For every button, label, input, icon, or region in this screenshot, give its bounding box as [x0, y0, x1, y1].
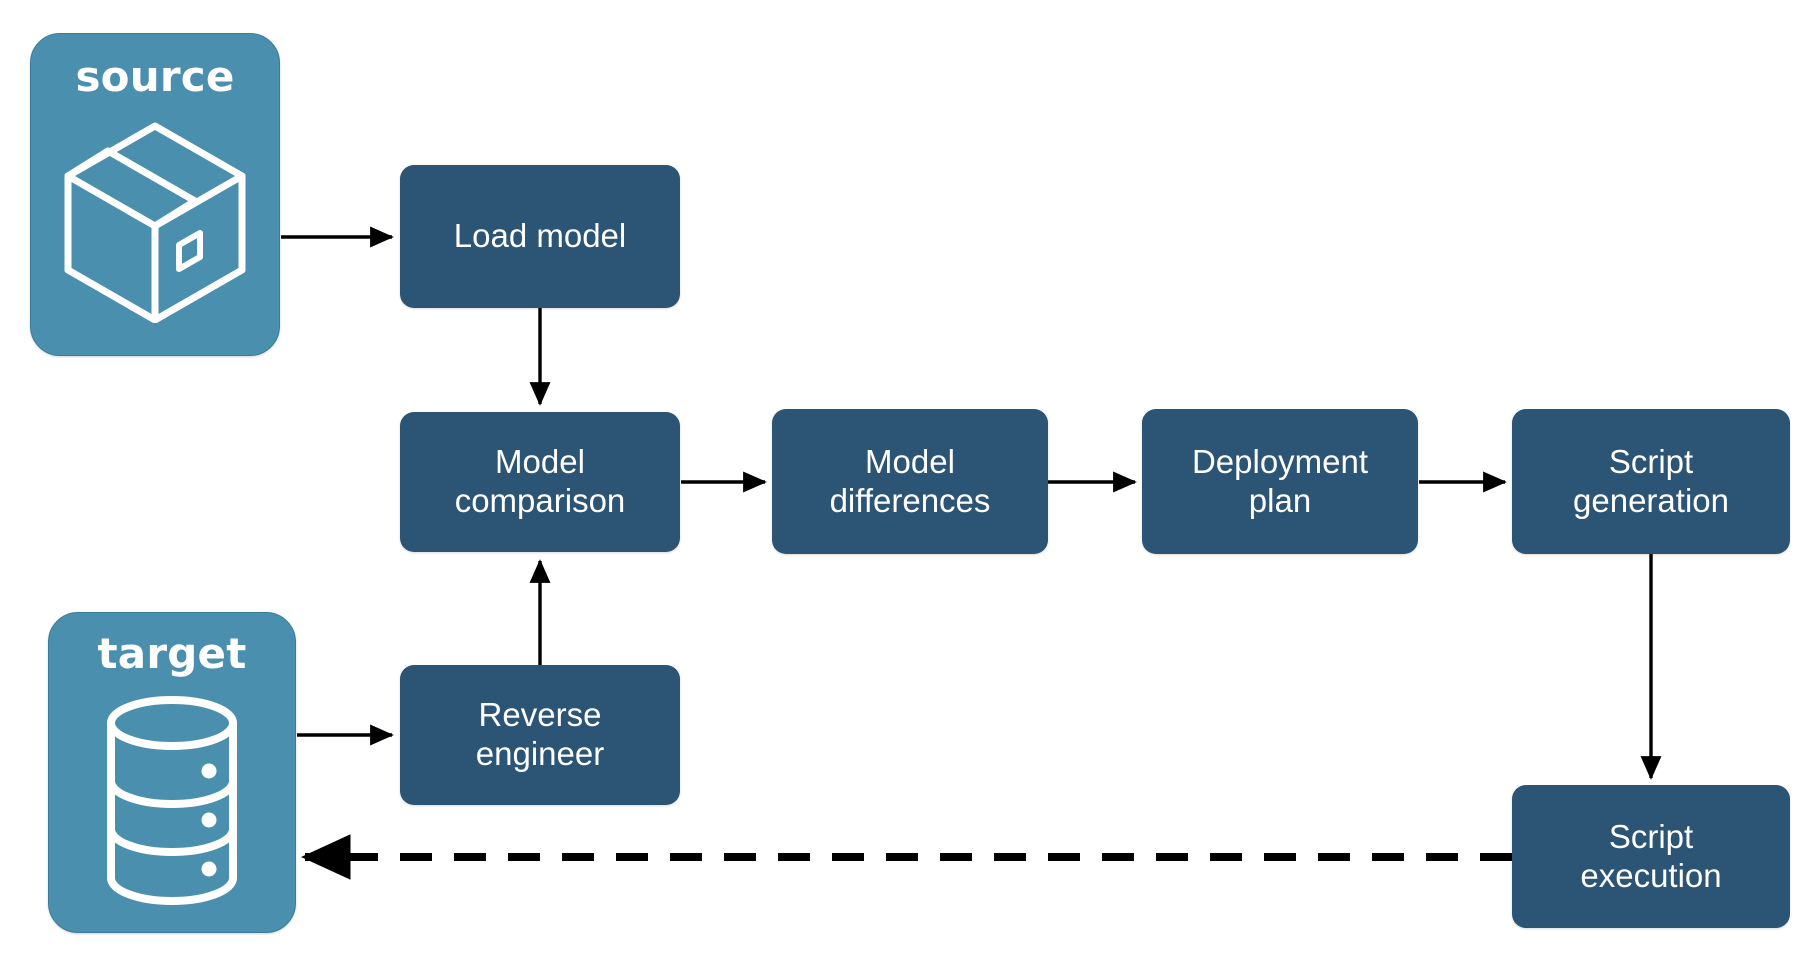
- node-label-deployment-plan: Deployment plan: [1192, 443, 1368, 521]
- node-load-model[interactable]: Load model: [400, 165, 680, 308]
- node-label-line1: Model: [865, 442, 955, 480]
- node-label-line1: Reverse: [478, 696, 602, 734]
- database-cylinder-icon: [107, 696, 237, 905]
- node-reverse-engineer[interactable]: Reverse engineer: [400, 665, 680, 805]
- node-label-model-differences: Model differences: [830, 443, 991, 521]
- endpoint-card-source[interactable]: source: [30, 33, 280, 356]
- node-script-execution[interactable]: Script execution: [1512, 785, 1790, 928]
- endpoint-card-target[interactable]: target: [48, 612, 296, 933]
- node-model-comparison[interactable]: Model comparison: [400, 412, 680, 552]
- node-label-line2: engineer: [475, 735, 605, 772]
- node-label-script-generation: Script generation: [1573, 443, 1729, 521]
- node-deployment-plan[interactable]: Deployment plan: [1142, 409, 1418, 554]
- node-label-load-model: Load model: [453, 217, 627, 255]
- node-script-generation[interactable]: Script generation: [1512, 409, 1790, 554]
- node-label-model-comparison: Model comparison: [455, 443, 626, 521]
- node-label-line2: comparison: [454, 482, 626, 519]
- node-label-line2: plan: [1248, 481, 1312, 519]
- endpoint-label-target: target: [97, 629, 247, 678]
- node-label-reverse-engineer: Reverse engineer: [476, 696, 604, 774]
- node-label-line2: execution: [1580, 856, 1722, 894]
- endpoint-label-source: source: [75, 52, 235, 101]
- node-label-line1: Script: [1608, 442, 1694, 480]
- node-label-line1: Script: [1608, 817, 1694, 855]
- package-box-icon: [64, 122, 246, 323]
- node-label-line1: Deployment: [1191, 442, 1369, 480]
- node-model-differences[interactable]: Model differences: [772, 409, 1048, 554]
- node-label-script-execution: Script execution: [1580, 818, 1721, 896]
- node-label-line1: Model: [495, 443, 585, 481]
- node-label-line2: generation: [1573, 481, 1729, 519]
- node-label-line2: differences: [829, 481, 991, 519]
